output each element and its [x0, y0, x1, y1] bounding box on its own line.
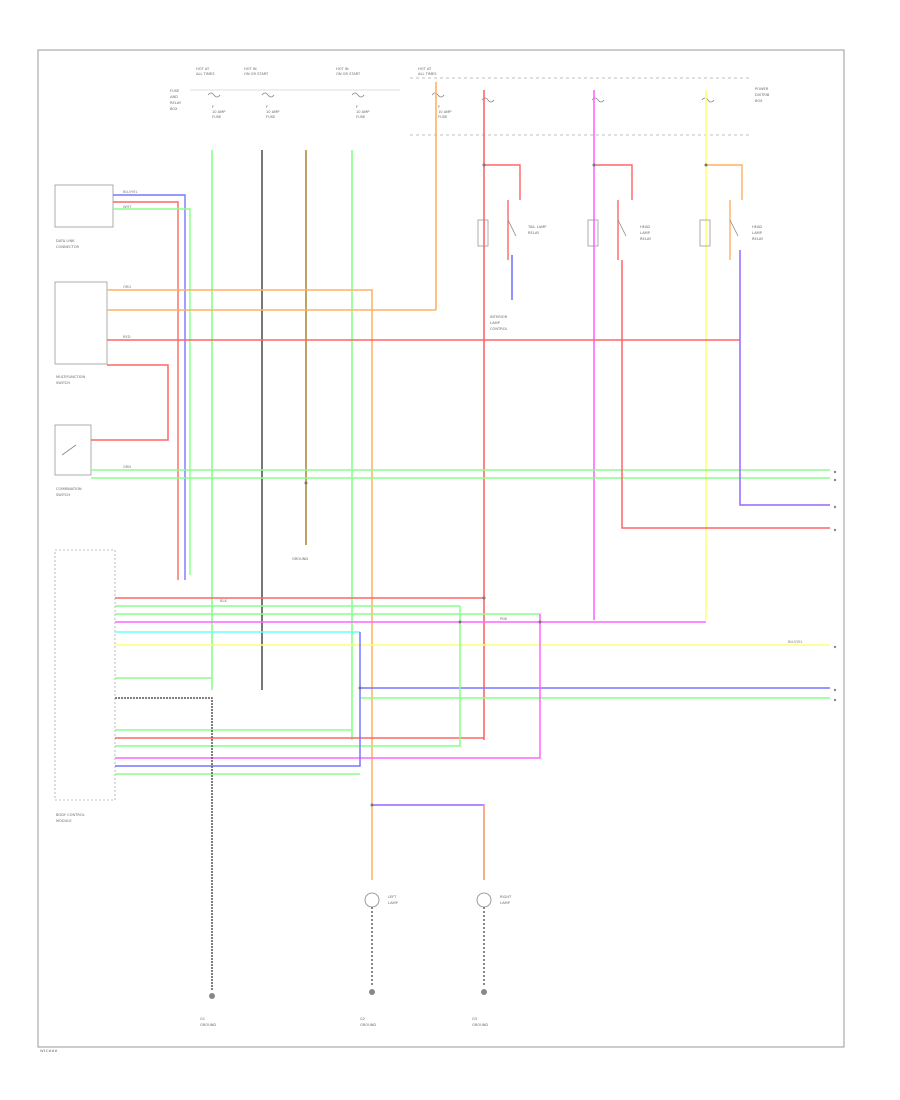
svg-text:HOT AT: HOT AT [196, 67, 210, 71]
relay-3: HEAD LAMP RELAY [699, 200, 764, 260]
fuse-group-2: HOT IN ON OR START F 10 AMP FUSE [244, 67, 280, 119]
diagram-border [37, 49, 845, 1048]
svg-text:FUSE: FUSE [212, 115, 222, 119]
svg-text:HEAD: HEAD [752, 225, 762, 229]
relay-feed-loops [484, 164, 743, 200]
svg-text:RED: RED [123, 335, 131, 339]
svg-text:SWITCH: SWITCH [56, 493, 70, 497]
svg-text:BLK: BLK [220, 599, 227, 603]
svg-text:MODULE: MODULE [56, 819, 72, 823]
svg-text:POWER: POWER [755, 87, 769, 91]
svg-text:AND: AND [170, 95, 178, 99]
data-link-connector: DATA LINK CONNECTOR [54, 184, 191, 580]
svg-text:BODY CONTROL: BODY CONTROL [56, 813, 85, 817]
fuse-symbols [207, 92, 715, 103]
fuse-group-1: HOT AT ALL TIMES F 10 AMP FUSE [196, 67, 226, 119]
svg-text:CONNECTOR: CONNECTOR [56, 245, 80, 249]
svg-text:RELAY: RELAY [640, 237, 652, 241]
body-control-module: BODY CONTROL MODULE [54, 549, 116, 823]
svg-text:RELAY: RELAY [528, 231, 540, 235]
svg-text:BLU/YEL: BLU/YEL [788, 640, 803, 644]
footer-code: W1C### [40, 1049, 57, 1053]
svg-text:RIGHT: RIGHT [500, 895, 512, 899]
svg-text:BOX: BOX [170, 107, 178, 111]
svg-text:FUSE: FUSE [356, 115, 366, 119]
svg-text:G3: G3 [472, 1017, 477, 1021]
svg-text:10 AMP: 10 AMP [212, 110, 226, 114]
svg-text:RELAY: RELAY [170, 101, 182, 105]
svg-text:ON OR START: ON OR START [244, 72, 269, 76]
svg-text:COMBINATION: COMBINATION [56, 487, 82, 491]
svg-text:FUSE: FUSE [438, 115, 448, 119]
svg-text:GROUND: GROUND [292, 557, 308, 561]
svg-text:WHT: WHT [123, 205, 132, 209]
power-distrib-label: POWER DISTRIB BOX [755, 87, 770, 103]
svg-text:HOT AT: HOT AT [418, 67, 432, 71]
svg-text:LAMP: LAMP [500, 901, 511, 905]
lamp-feed [371, 800, 485, 880]
ground-left: G1 GROUND [200, 993, 216, 1027]
svg-text:F: F [438, 105, 440, 109]
svg-text:ALL TIMES: ALL TIMES [196, 72, 215, 76]
svg-text:LAMP: LAMP [752, 231, 763, 235]
svg-text:10 AMP: 10 AMP [356, 110, 370, 114]
svg-text:GROUND: GROUND [472, 1023, 488, 1027]
svg-text:DISTRIB: DISTRIB [755, 93, 770, 97]
interior-lamp-label: INTERIOR LAMP CONTROL [490, 315, 508, 331]
svg-text:LAMP: LAMP [388, 901, 399, 905]
svg-text:RELAY: RELAY [752, 237, 764, 241]
lamp-left: LEFT LAMP [364, 892, 399, 985]
svg-text:GRN: GRN [123, 465, 131, 469]
svg-text:LAMP: LAMP [490, 321, 501, 325]
svg-text:MULTIFUNCTION: MULTIFUNCTION [56, 375, 85, 379]
svg-text:GROUND: GROUND [360, 1023, 376, 1027]
svg-text:FUSE: FUSE [170, 89, 180, 93]
svg-text:F: F [266, 105, 268, 109]
fuse-box-heading: FUSE AND RELAY BOX [170, 89, 182, 111]
relay-2: HEAD LAMP RELAY [587, 200, 652, 260]
svg-text:DATA LINK: DATA LINK [56, 239, 75, 243]
combination-switch: COMBINATION SWITCH [54, 424, 92, 497]
svg-text:ALL TIMES: ALL TIMES [418, 72, 437, 76]
relay-1: TAIL LAMP RELAY [477, 200, 547, 300]
svg-text:LAMP: LAMP [640, 231, 651, 235]
svg-text:BLU/YEL: BLU/YEL [123, 190, 138, 194]
feed-wires [211, 82, 707, 740]
svg-text:FUSE: FUSE [266, 115, 276, 119]
svg-text:G2: G2 [360, 1017, 365, 1021]
svg-text:LEFT: LEFT [388, 895, 397, 899]
svg-text:HEAD: HEAD [640, 225, 650, 229]
fuse-group-3: HOT IN ON OR START F 10 AMP FUSE [336, 67, 370, 119]
svg-text:SWITCH: SWITCH [56, 381, 70, 385]
multifunction-switch: MULTIFUNCTION SWITCH [54, 281, 108, 385]
svg-text:G1: G1 [200, 1017, 205, 1021]
svg-text:CONTROL: CONTROL [490, 327, 508, 331]
svg-text:BOX: BOX [755, 99, 763, 103]
svg-text:10 AMP: 10 AMP [266, 110, 280, 114]
svg-text:F: F [212, 105, 214, 109]
lamp-right: RIGHT LAMP [476, 892, 512, 985]
svg-text:HOT IN: HOT IN [336, 67, 349, 71]
ground-top: GROUND [292, 557, 308, 561]
junction-dots [304, 163, 708, 807]
ground-right: G3 GROUND [472, 989, 488, 1027]
upper-harness [91, 250, 830, 800]
svg-text:ON OR START: ON OR START [336, 72, 361, 76]
wire-labels: BLU/YEL WHT ORG RED GRN PNK BLU/YEL BLK [123, 190, 803, 644]
ground-mid: G2 GROUND [360, 989, 376, 1027]
svg-text:HOT IN: HOT IN [244, 67, 257, 71]
svg-text:TAIL LAMP: TAIL LAMP [527, 225, 547, 229]
svg-text:F: F [356, 105, 358, 109]
svg-text:PNK: PNK [500, 617, 508, 621]
svg-text:INTERIOR: INTERIOR [490, 315, 508, 319]
module-harness [115, 597, 830, 990]
svg-text:GROUND: GROUND [200, 1023, 216, 1027]
fuse-group-4: HOT AT ALL TIMES F 10 AMP FUSE [418, 67, 452, 119]
svg-text:10 AMP: 10 AMP [438, 110, 452, 114]
output-markers [833, 470, 837, 702]
svg-text:ORG: ORG [123, 285, 131, 289]
